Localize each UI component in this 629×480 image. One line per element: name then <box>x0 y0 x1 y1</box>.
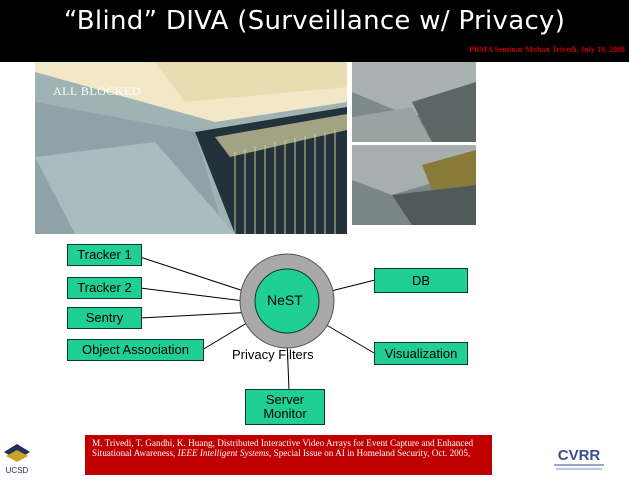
node-tracker-1: Tracker 1 <box>67 244 142 266</box>
nest-node <box>254 268 320 334</box>
slide-header: “Blind” DIVA (Surveillance w/ Privacy) P… <box>0 0 629 62</box>
camera-view-top <box>352 62 476 142</box>
cvrr-logo: CVRR <box>546 445 612 475</box>
node-visualization: Visualization <box>374 342 468 365</box>
ucsd-logo-text: UCSD <box>6 466 29 475</box>
node-sentry: Sentry <box>67 307 142 329</box>
camera-scene-bottom <box>352 145 476 225</box>
node-tracker-2: Tracker 2 <box>67 277 142 299</box>
slide-title: “Blind” DIVA (Surveillance w/ Privacy) <box>63 6 566 36</box>
citation-text: M. Trivedi, T. Gandhi, K. Huang, Distrib… <box>92 438 474 458</box>
blocked-surveillance-photo: ALL BLOCKED <box>35 62 347 234</box>
slide-subtitle: PRMA Seminar Mohan Trivedi, July 10, 200… <box>468 45 625 54</box>
overlay-label: ALL BLOCKED <box>53 84 142 98</box>
camera-scene-top <box>352 62 476 142</box>
citation-journal: IEEE Intelligent Systems, <box>177 448 272 458</box>
privacy-filters-label: Privacy Filters <box>232 347 314 362</box>
cvrr-logo-graphic: CVRR <box>554 447 604 470</box>
cvrr-logo-text: CVRR <box>558 447 601 464</box>
ucsd-logo: UCSD <box>0 440 34 475</box>
citation-text-end: Special Issue on AI in Homeland Security… <box>271 448 471 458</box>
node-server-monitor: Server Monitor <box>245 389 325 425</box>
rooftop-scene <box>35 62 347 234</box>
camera-view-bottom <box>352 145 476 225</box>
node-object-association: Object Association <box>67 339 204 361</box>
citation-box: M. Trivedi, T. Gandhi, K. Huang, Distrib… <box>85 435 492 475</box>
nest-label: NeST <box>267 292 303 308</box>
node-db: DB <box>374 268 468 293</box>
ucsd-logo-graphic: UCSD <box>4 444 30 475</box>
